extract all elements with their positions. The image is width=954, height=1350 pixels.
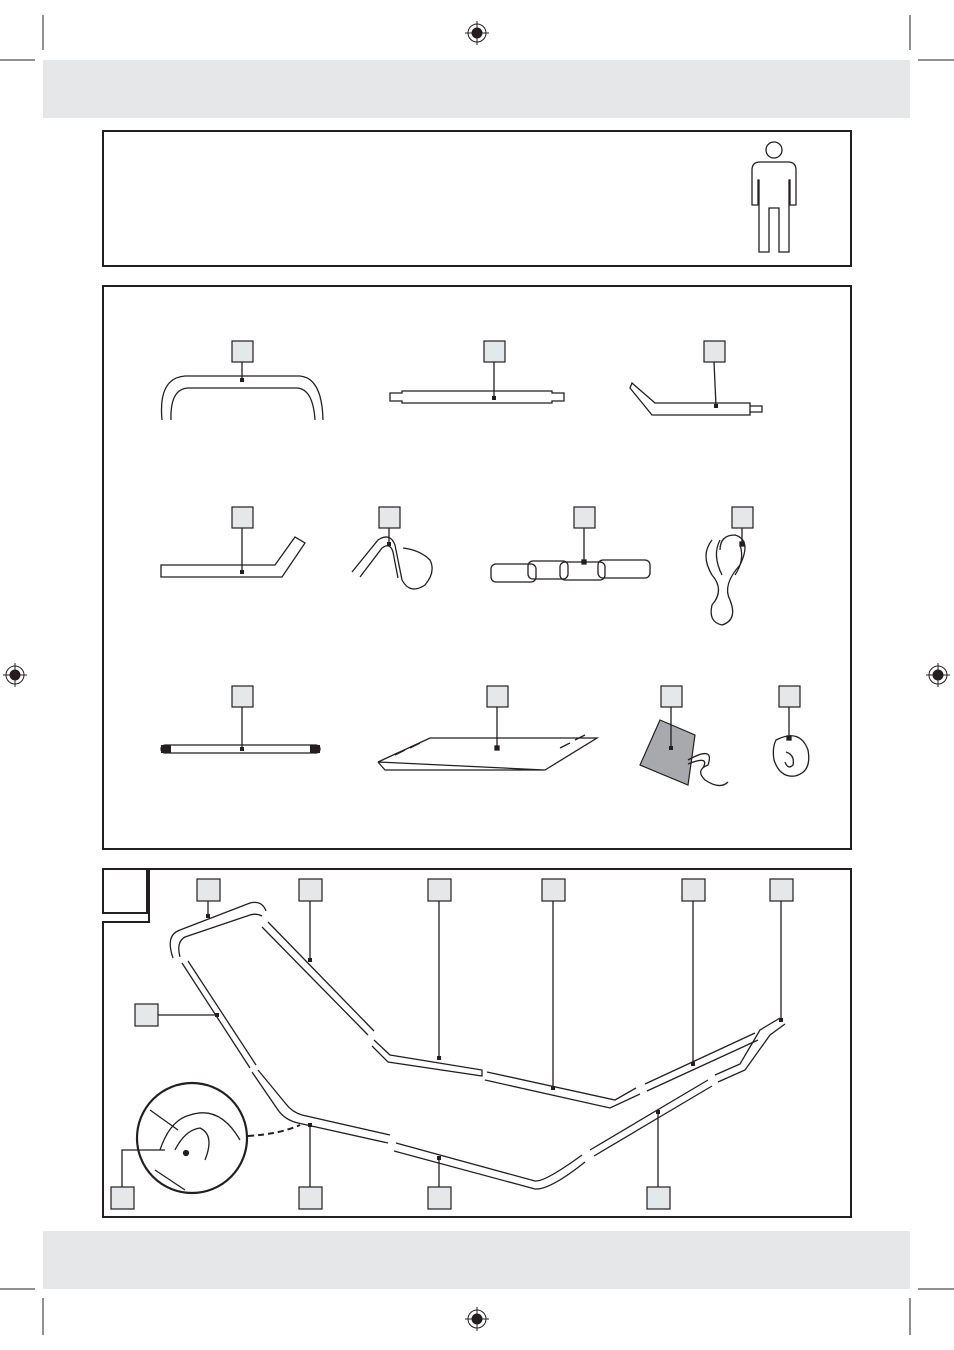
registration-mark-icon xyxy=(3,21,950,1331)
assembly-box xyxy=(102,868,852,1218)
step-number-box xyxy=(102,868,148,914)
part-u-bar xyxy=(160,340,324,421)
part-s-hook xyxy=(351,506,433,590)
header-band xyxy=(43,60,910,118)
persons-required-box xyxy=(102,130,852,267)
part-straight-tube xyxy=(389,340,565,404)
parts-list-box xyxy=(102,285,852,850)
part-bent-tube-right xyxy=(629,340,763,416)
part-hammock-fabric xyxy=(377,685,600,771)
part-spreader-bar xyxy=(160,685,321,754)
assembly-labels xyxy=(110,878,794,1210)
part-chain xyxy=(490,506,651,583)
footer-band xyxy=(43,1231,910,1289)
part-bent-tube-left xyxy=(160,506,306,578)
part-end-cap xyxy=(772,685,810,777)
part-double-s-hook xyxy=(705,506,754,626)
crop-marks xyxy=(0,15,954,1335)
part-pillow xyxy=(639,685,729,787)
assembly-diagram xyxy=(135,901,786,1195)
person-icon xyxy=(751,141,797,253)
